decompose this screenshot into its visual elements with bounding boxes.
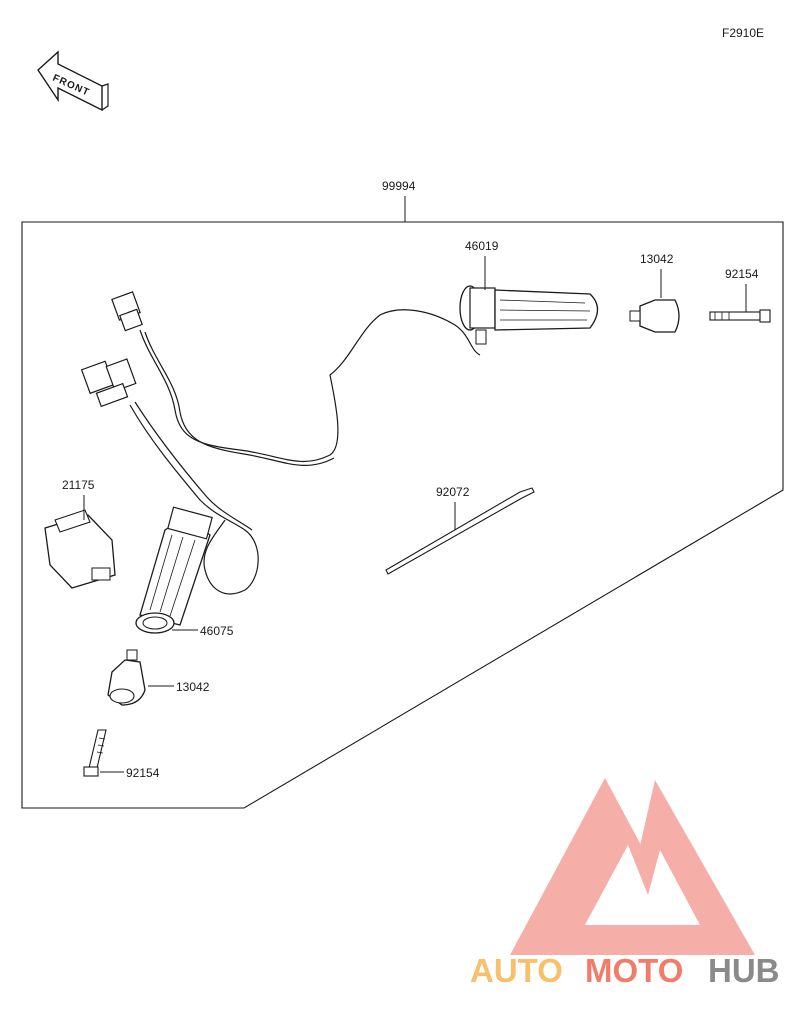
lower-connector [80,358,137,408]
bolt-left-92154 [83,729,107,777]
front-arrow-icon: FRONT [37,50,109,112]
figure-code: F2910E [722,26,764,40]
watermark-auto: AUTO [470,952,563,989]
label-13042-left: 13042 [176,680,210,694]
bolt-right-92154 [709,309,771,323]
wiring-harness [129,309,481,595]
kit-part-label: 99994 [382,179,416,193]
label-46075: 46075 [200,624,234,638]
watermark-moto: MOTO [585,952,683,989]
controller-21175 [44,509,116,589]
label-21175: 21175 [62,478,95,492]
grip-left-46075 [135,506,213,634]
label-46019: 46019 [465,239,499,253]
label-92154-right: 92154 [725,267,759,281]
upper-connector [111,291,143,332]
kit-boundary [21,221,784,809]
watermark-hub: HUB [708,952,780,989]
weight-right-13042 [629,299,680,333]
cable-tie-92072 [385,487,535,575]
watermark-text: AUTO MOTO HUB [470,952,780,989]
grip-right-46019 [459,285,599,345]
label-13042-right: 13042 [640,252,674,266]
watermark-logo [510,778,755,955]
weight-left-13042 [107,649,146,706]
label-92154-left: 92154 [126,766,160,780]
label-92072: 92072 [436,485,470,499]
